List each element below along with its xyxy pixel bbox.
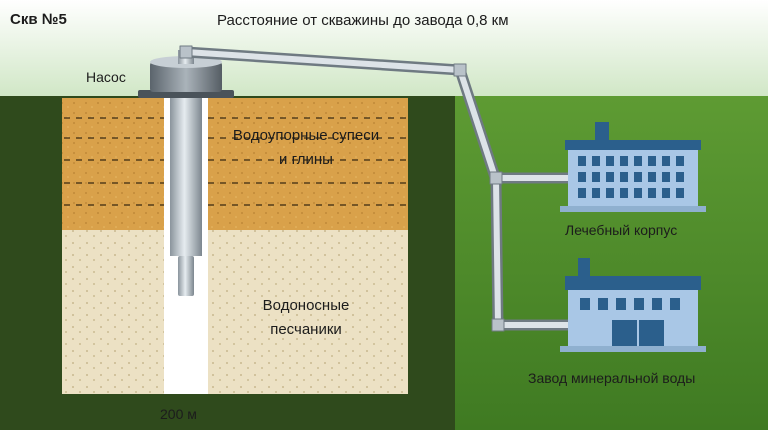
depth-label: 200 м — [160, 406, 197, 422]
casing-pipe — [170, 98, 202, 256]
water-plant-label: Завод минеральной воды — [528, 370, 696, 386]
well-title: Скв №5 — [10, 11, 67, 28]
distance-note: Расстояние от скважины до завода 0,8 км — [217, 12, 509, 29]
sky — [0, 0, 768, 100]
building-icon — [560, 122, 706, 212]
clay-layer — [62, 98, 408, 230]
pump-label: Насос — [86, 69, 126, 85]
pump-icon — [138, 50, 234, 98]
clay-layer-label: Водоупорные супеси и глины — [232, 127, 380, 168]
inner-pipe — [178, 256, 194, 296]
sand-layer — [62, 230, 408, 394]
sand-layer-label: Водоносные песчаники — [262, 297, 350, 338]
pipe-icon — [179, 45, 581, 332]
building-icon — [560, 258, 706, 352]
treatment-building-label: Лечебный корпус — [565, 222, 678, 238]
clay-layer-lines — [64, 117, 406, 206]
